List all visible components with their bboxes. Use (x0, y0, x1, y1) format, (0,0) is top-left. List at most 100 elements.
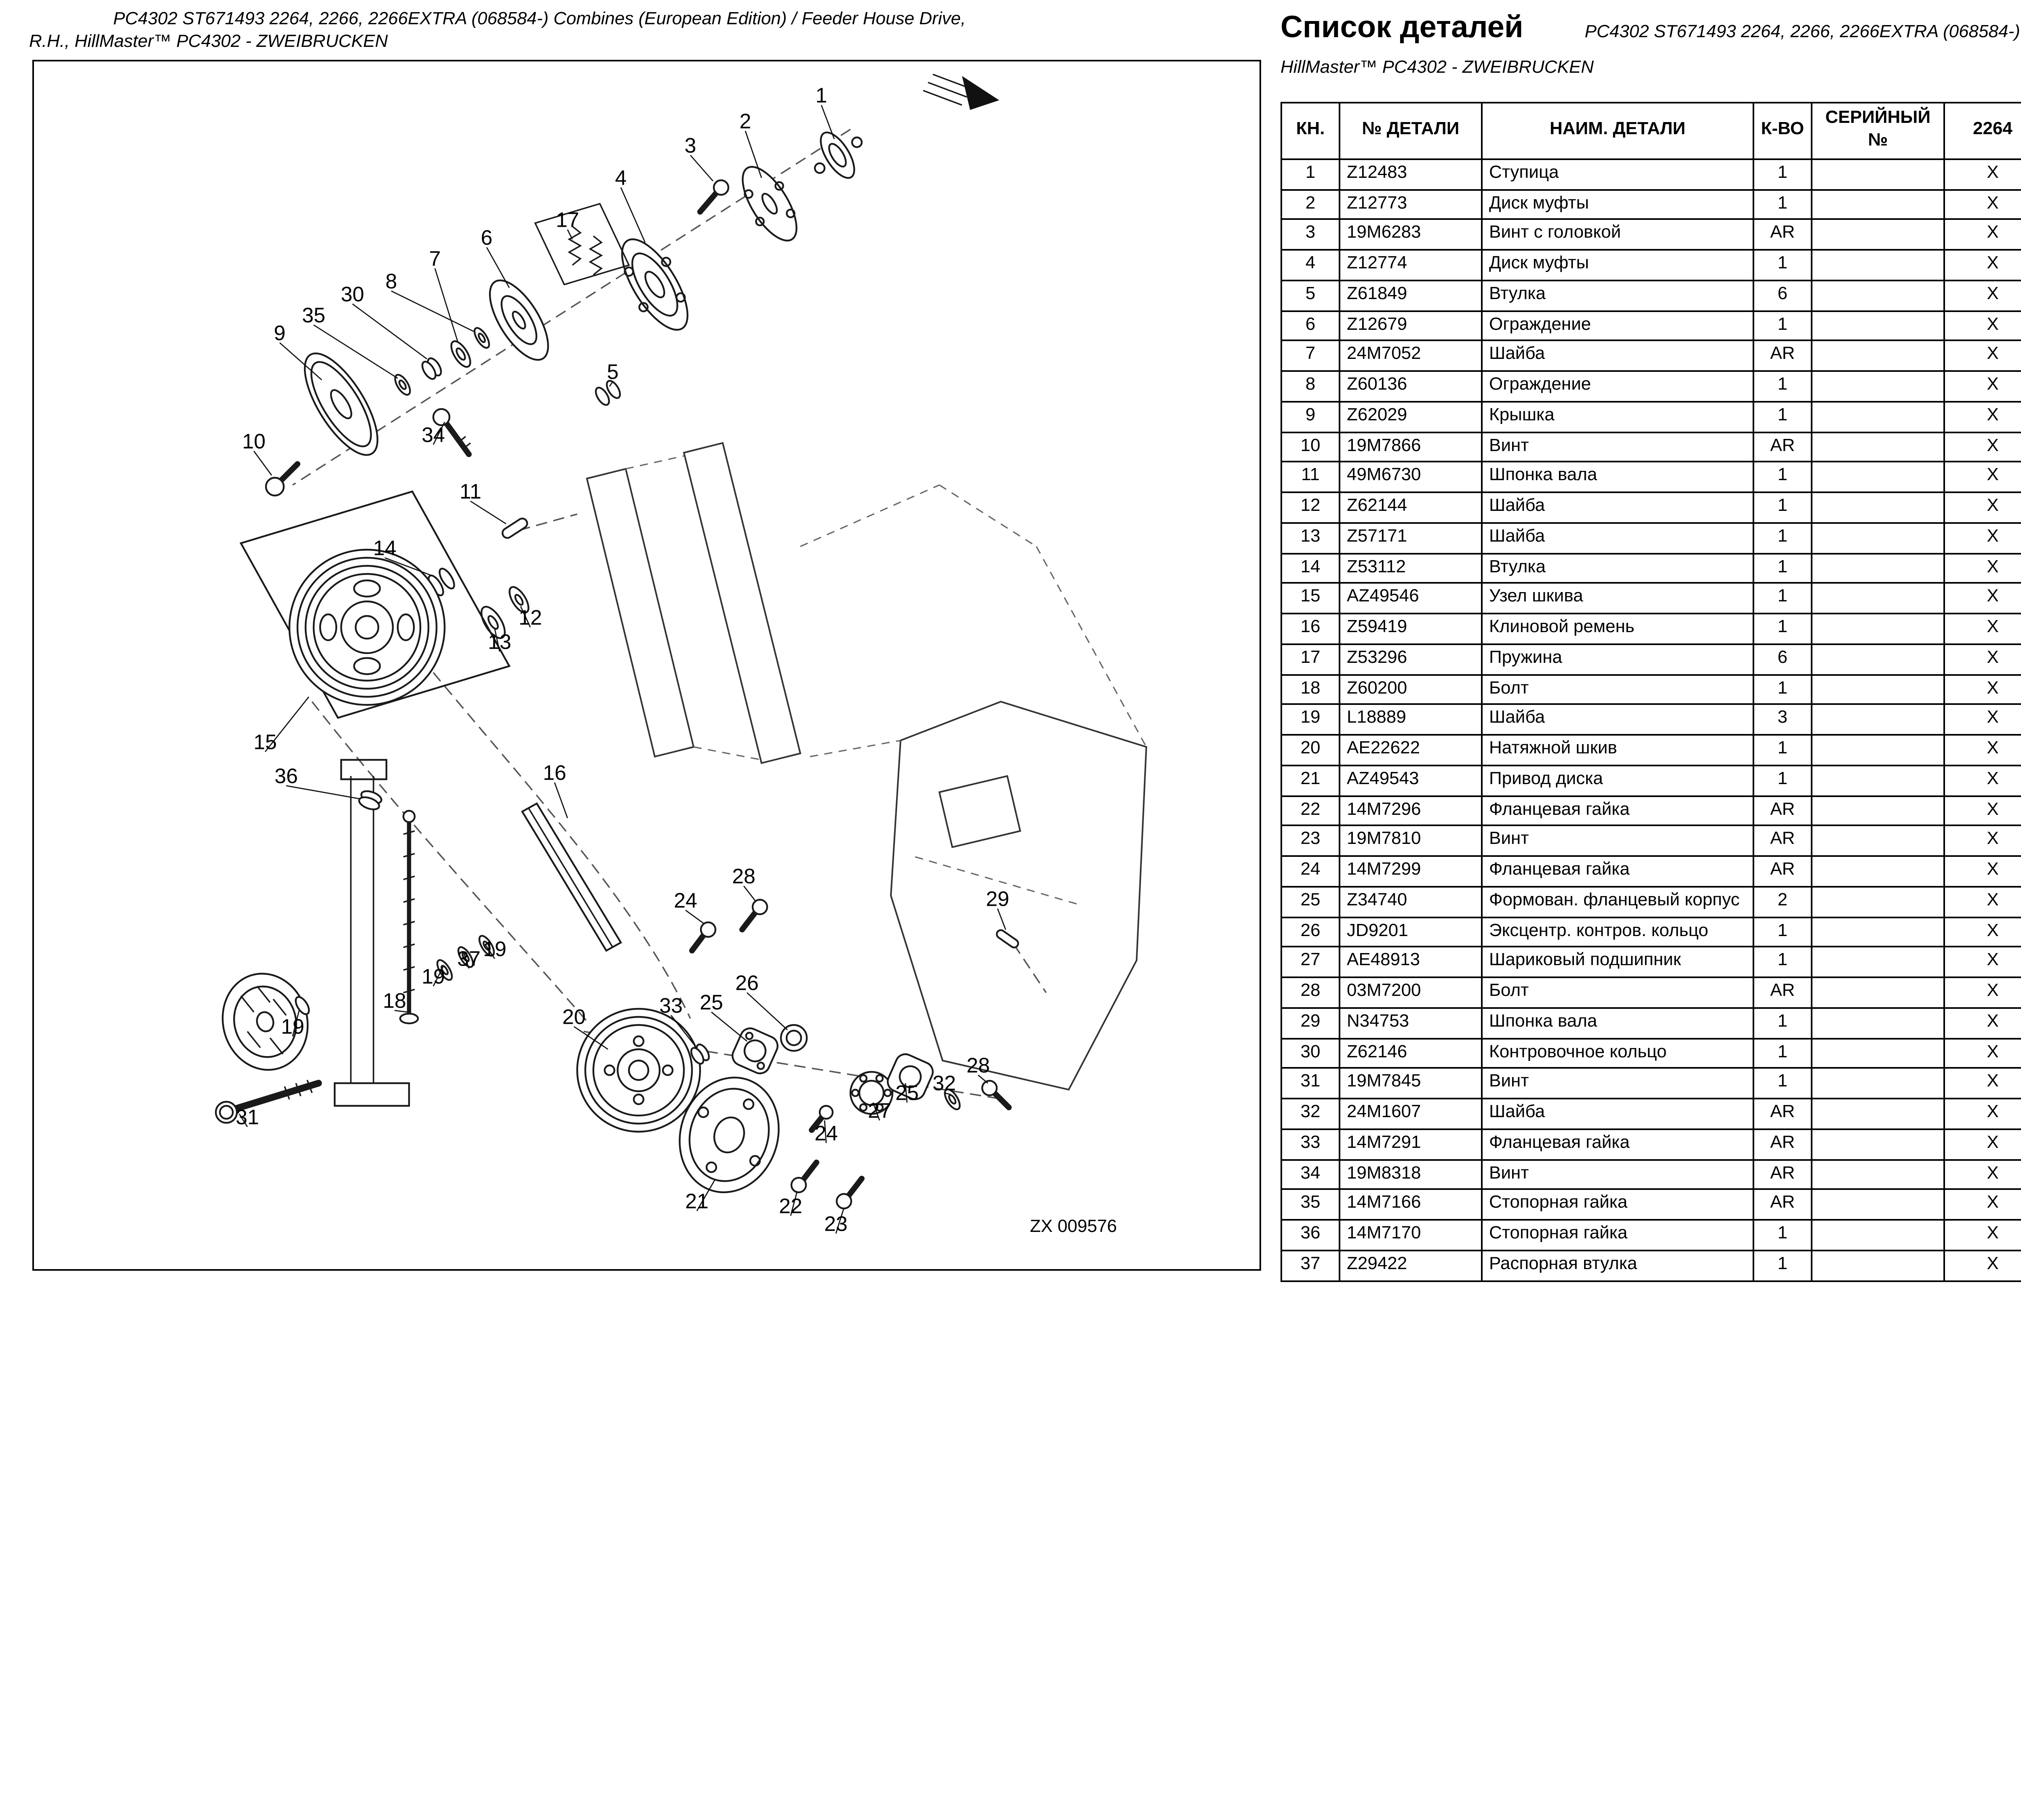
callout-15: 15 (253, 731, 277, 754)
cell-serial (1811, 340, 1945, 372)
callout-leader-14 (384, 557, 432, 576)
cell-kn: 1 (1281, 158, 1340, 190)
cell-m2264: X (1943, 188, 2021, 221)
cell-qty: 6 (1753, 279, 1812, 312)
cell-name: Втулка (1481, 552, 1754, 584)
callout-7: 7 (429, 247, 441, 271)
callout-leader-32 (944, 1092, 951, 1095)
cell-name: Шайба (1481, 340, 1754, 372)
callout-leader-27 (872, 1102, 880, 1121)
cell-serial (1811, 310, 1945, 342)
cell-name: Эксцентр. контров. кольцо (1481, 916, 1754, 948)
cell-kn: 37 (1281, 1249, 1340, 1282)
cell-kn: 31 (1281, 1067, 1340, 1100)
cell-serial (1811, 219, 1945, 251)
cell-qty: AR (1753, 431, 1812, 463)
callout-30: 30 (341, 283, 364, 306)
table-row: 1019M7866ВинтARXXXM8 X 20 (1281, 431, 2021, 463)
cell-m2264: X (1943, 401, 2021, 433)
cell-serial (1811, 1189, 1945, 1221)
callout-17: 17 (556, 209, 579, 232)
table-row: 12Z62144Шайба1XXX (1281, 491, 2021, 524)
callout-31: 31 (236, 1106, 259, 1129)
callout-18: 18 (383, 989, 406, 1013)
cell-kn: 4 (1281, 249, 1340, 281)
cell-qty: 1 (1753, 613, 1812, 645)
cell-m2264: X (1943, 552, 2021, 584)
table-row: 14Z53112Втулка1XXX (1281, 552, 2021, 584)
table-row: 1Z12483Ступица1XXX (1281, 158, 2021, 190)
cell-part_no: Z29422 (1339, 1249, 1483, 1282)
callout-28: 28 (732, 865, 755, 888)
cell-name: Крышка (1481, 401, 1754, 433)
callout-24: 24 (674, 889, 697, 913)
cell-part_no: 03M7200 (1339, 976, 1483, 1009)
col-header-kn: КН. (1281, 102, 1340, 160)
cell-serial (1811, 825, 1945, 857)
callout-leader-8 (391, 290, 474, 332)
table-row: 17Z53296Пружина6XXX (1281, 643, 2021, 675)
cell-m2264: X (1943, 310, 2021, 342)
cell-serial (1811, 431, 1945, 463)
cell-name: Привод диска (1481, 764, 1754, 797)
cell-serial (1811, 461, 1945, 493)
cell-part_no: 24M7052 (1339, 340, 1483, 372)
callout-21: 21 (685, 1190, 709, 1213)
cell-part_no: Z60136 (1339, 370, 1483, 403)
cell-name: Винт (1481, 1067, 1754, 1100)
cell-m2264: X (1943, 522, 2021, 554)
cell-part_no: 19M7845 (1339, 1067, 1483, 1100)
cell-serial (1811, 1128, 1945, 1160)
cell-kn: 21 (1281, 764, 1340, 797)
cell-part_no: Z53112 (1339, 552, 1483, 584)
cell-name: Винт (1481, 825, 1754, 857)
cell-qty: AR (1753, 825, 1812, 857)
cell-serial (1811, 916, 1945, 948)
cell-part_no: Z12483 (1339, 158, 1483, 190)
table-row: 3224M1607ШайбаARXXX14 X 24 X 2.500 ММ (1281, 1098, 2021, 1130)
cell-serial (1811, 1098, 1945, 1130)
cell-name: Болт (1481, 673, 1754, 706)
cell-m2264: X (1943, 279, 2021, 312)
cell-serial (1811, 522, 1945, 554)
cell-kn: 3 (1281, 219, 1340, 251)
callout-leader-35 (313, 324, 398, 379)
callout-leader-36 (286, 785, 359, 799)
cell-m2264: X (1943, 916, 2021, 948)
table-row: 9Z62029Крышка1XXX (1281, 401, 2021, 433)
callout-25: 25 (895, 1082, 919, 1105)
cell-qty: 1 (1753, 552, 1812, 584)
callout-leader-30 (352, 303, 427, 360)
cell-qty: AR (1753, 1128, 1812, 1160)
callout-26: 26 (735, 972, 759, 995)
cell-qty: 1 (1753, 946, 1812, 979)
cell-m2264: X (1943, 886, 2021, 918)
callout-leader-37 (463, 953, 470, 969)
callout-36: 36 (274, 765, 298, 788)
cell-part_no: N34753 (1339, 1007, 1483, 1039)
callout-25: 25 (700, 991, 723, 1014)
callout-leader-25 (711, 1011, 747, 1042)
callout-19: 19 (422, 965, 445, 989)
cell-serial (1811, 1037, 1945, 1069)
cell-serial (1811, 1219, 1945, 1251)
col-header-serial: СЕРИЙНЫЙ № (1811, 102, 1945, 160)
direction-arrow-icon (923, 74, 999, 110)
feeder-house-frame (586, 442, 1148, 1091)
cell-qty: AR (1753, 795, 1812, 827)
callout-leader-5 (609, 381, 614, 387)
callout-leader-24 (685, 909, 704, 924)
cell-name: Формован. фланцевый корпус (1481, 886, 1754, 918)
col-header-name: НАИМ. ДЕТАЛИ (1481, 102, 1754, 160)
cell-serial (1811, 764, 1945, 797)
document-header: PC4302 ST671493 2264, 2266, 2266EXTRA (0… (29, 8, 1080, 54)
callout-16: 16 (543, 761, 566, 785)
